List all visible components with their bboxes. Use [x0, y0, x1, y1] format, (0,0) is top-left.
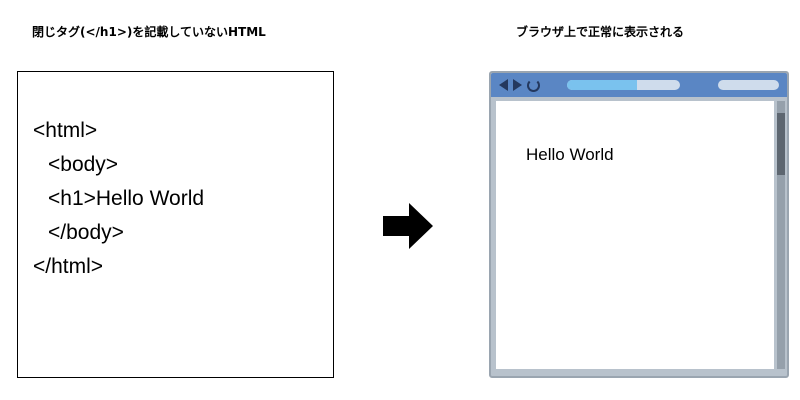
- browser-window: Hello World: [489, 71, 789, 378]
- scrollbar-thumb[interactable]: [777, 113, 785, 175]
- browser-content-area: Hello World: [496, 101, 774, 369]
- code-line-html-close: </html>: [33, 255, 104, 278]
- back-arrow-icon[interactable]: [499, 79, 508, 91]
- browser-toolbar: [491, 73, 787, 97]
- right-arrow-icon: [383, 203, 433, 253]
- right-caption: ブラウザ上で正常に表示される: [516, 25, 685, 39]
- code-line-body-open: <body>: [48, 153, 119, 176]
- html-source-box: <html> <body> <h1>Hello World </body> </…: [17, 71, 334, 378]
- rendered-heading: Hello World: [526, 145, 614, 164]
- left-caption: 閉じタグ(</h1>)を記載していないHTML: [32, 25, 266, 39]
- address-bar-progress: [567, 80, 638, 90]
- code-line-html-open: <html>: [33, 119, 98, 142]
- forward-arrow-icon[interactable]: [513, 79, 522, 91]
- reload-icon[interactable]: [527, 79, 540, 92]
- code-line-body-close: </body>: [48, 221, 124, 244]
- scrollbar-track[interactable]: [777, 101, 785, 369]
- search-bar[interactable]: [718, 80, 779, 90]
- code-line-h1: <h1>Hello World: [48, 187, 205, 210]
- address-bar[interactable]: [567, 80, 680, 90]
